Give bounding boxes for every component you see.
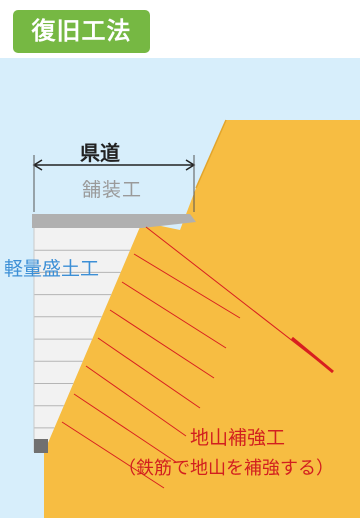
base-block bbox=[34, 439, 48, 453]
soil-nail bbox=[109, 309, 215, 379]
pavement-label: 舗装工 bbox=[82, 179, 143, 201]
lightweight-fill-label: 軽量盛土工 bbox=[4, 258, 100, 280]
soil-nail bbox=[97, 337, 201, 409]
soil-nail bbox=[73, 393, 177, 463]
soil-nail-highlight bbox=[291, 336, 334, 374]
road-label: 県道 bbox=[80, 141, 120, 165]
reinforcement-label: 地山補強工 bbox=[190, 427, 286, 449]
method-title-badge: 復旧工法 bbox=[13, 10, 150, 53]
reinforcement-note: （鉄筋で地山を補強する） bbox=[118, 458, 334, 479]
ground-mass bbox=[44, 120, 360, 518]
fill-layer-lines bbox=[34, 249, 130, 429]
soil-nail bbox=[85, 365, 187, 437]
soil-nail bbox=[145, 226, 331, 371]
soil-nail bbox=[61, 421, 165, 489]
lightweight-fill-body bbox=[34, 222, 142, 452]
soil-nails bbox=[61, 226, 334, 489]
pavement-layer bbox=[32, 214, 196, 228]
soil-nail bbox=[121, 281, 227, 349]
soil-nail bbox=[133, 253, 241, 319]
slope-edge bbox=[195, 119, 227, 189]
